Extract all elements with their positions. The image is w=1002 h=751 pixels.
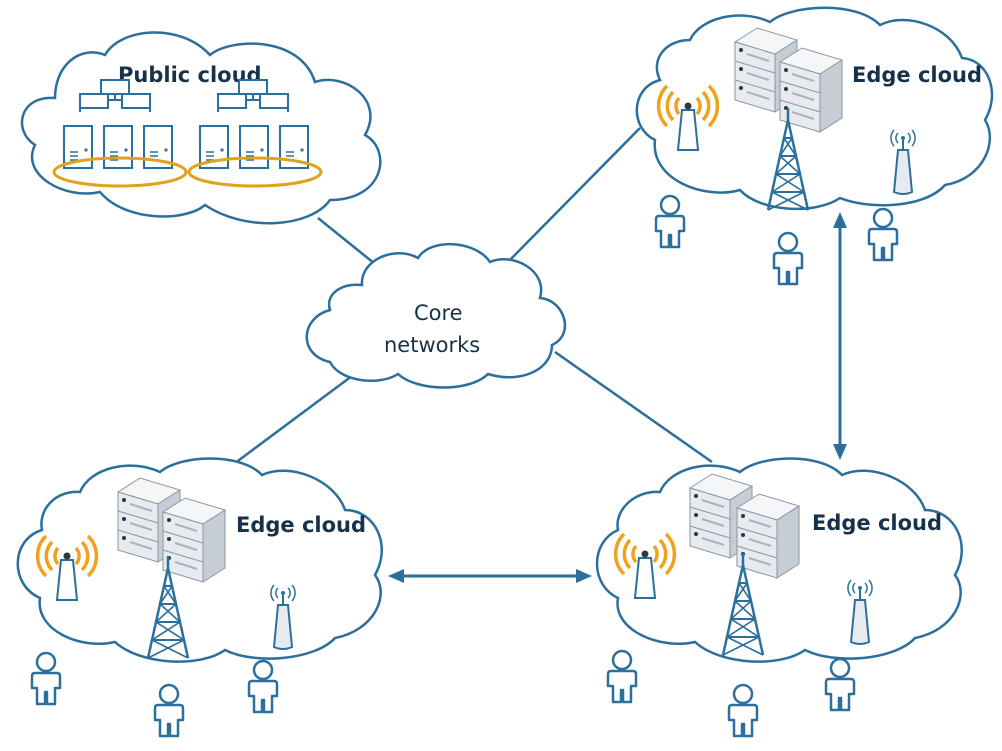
- user-icon: [654, 194, 686, 249]
- network-links: [214, 127, 713, 480]
- horizontal-double-arrow-icon: [388, 569, 592, 583]
- server-icon: [103, 125, 133, 169]
- server-rack-icon: [736, 493, 800, 579]
- public-cloud: Public cloud: [20, 31, 382, 225]
- cluster-ring-icon: [52, 156, 188, 188]
- server-cluster-1: [52, 79, 188, 188]
- link-core-edge-bottom-left: [214, 368, 361, 480]
- edge-cloud-label: Edge cloud: [812, 511, 942, 535]
- user-icon: [772, 231, 804, 286]
- server-rack-icon: [779, 47, 843, 133]
- edge-to-edge-arrows: [388, 212, 847, 583]
- user-icon: [606, 649, 638, 704]
- user-icon: [153, 683, 185, 738]
- link-core-edge-top-right: [504, 127, 641, 266]
- user-icon: [30, 651, 62, 706]
- server-cluster-2: [187, 79, 323, 188]
- edge-cloud-bottom-right: Edge cloud: [595, 457, 963, 663]
- user-icon: [247, 659, 279, 714]
- link-public-core: [317, 217, 381, 269]
- core-cloud-shape: [305, 243, 567, 389]
- core-label-line1: Core: [414, 301, 463, 325]
- edge-cloud-bottom-left: Edge cloud: [16, 457, 383, 663]
- core-networks-cloud: Core networks: [305, 243, 567, 389]
- server-rack-icon: [162, 497, 226, 583]
- server-icon: [239, 125, 269, 169]
- edge-cloud-label: Edge cloud: [236, 513, 366, 537]
- vertical-double-arrow-icon: [833, 212, 847, 460]
- public-cloud-label: Public cloud: [118, 63, 262, 87]
- edge-cloud-top-right: Edge cloud: [635, 6, 994, 212]
- edge-cloud-label: Edge cloud: [852, 63, 982, 87]
- user-icon: [824, 657, 856, 712]
- user-icon: [727, 683, 759, 738]
- link-core-edge-bottom-right: [554, 350, 713, 464]
- cluster-ring-icon: [187, 156, 323, 188]
- core-label-line2: networks: [384, 333, 480, 357]
- user-icon: [867, 207, 899, 262]
